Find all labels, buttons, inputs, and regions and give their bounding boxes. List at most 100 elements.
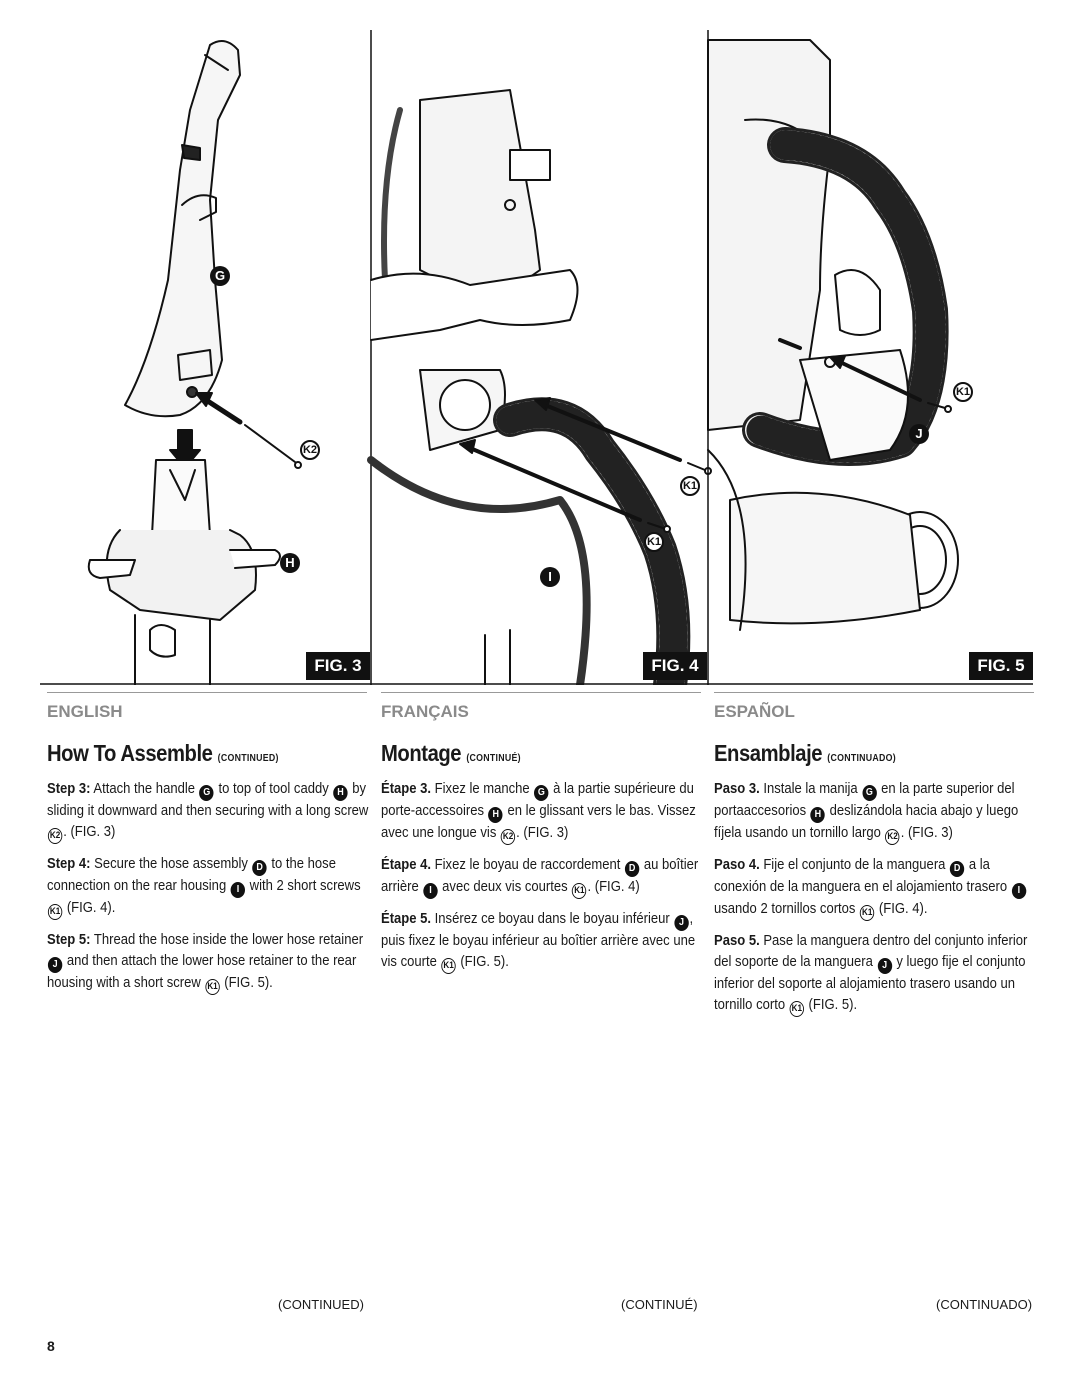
english-step3: Step 3: Attach the handle G to top of to…	[47, 779, 371, 844]
step-text: au boîtier arrière	[381, 857, 699, 895]
h-badge-icon: H	[810, 807, 826, 823]
spanish-footer: (CONTINUADO)	[936, 1297, 1033, 1312]
callout-g: G	[210, 266, 230, 286]
step-text: Attach the handle	[93, 781, 196, 797]
j-badge-icon: J	[47, 957, 63, 973]
h-badge-icon: H	[488, 807, 503, 823]
step-text: Secure the hose assembly	[94, 856, 248, 872]
english-column: ENGLISH How To Assemble (CONTINUED) Step…	[47, 692, 368, 995]
step-text: en la parte superior del portaaccesorios	[714, 781, 1015, 819]
step-label: Paso 3.	[714, 781, 760, 797]
step-text: Insérez ce boyau dans le boyau inférieur	[434, 911, 670, 927]
j-badge-icon: J	[674, 915, 689, 931]
g-badge-icon: G	[862, 785, 877, 801]
step-label: Step 5:	[47, 932, 91, 948]
french-title: Montage (CONTINUÉ)	[381, 740, 663, 767]
french-step4: Étape 4. Fixez le boyau de raccordement …	[381, 855, 705, 899]
callout-i: I	[540, 567, 560, 587]
step-text: . (FIG. 3)	[516, 825, 569, 841]
step-text: deslizándola hacia abajo y luego fíjela …	[714, 803, 1019, 841]
i-badge-icon: I	[1011, 883, 1027, 899]
step-text: (FIG. 5).	[808, 997, 858, 1013]
callout-k2: K2	[300, 440, 320, 460]
step-text: by sliding it downward and then securing…	[47, 781, 369, 819]
step-label: Step 3:	[47, 781, 91, 797]
step-text: Instale la manija	[763, 781, 858, 797]
spanish-title-text: Ensamblaje	[714, 740, 823, 766]
step-label: Paso 4.	[714, 857, 760, 873]
h-badge-icon: H	[333, 785, 348, 801]
english-step5: Step 5: Thread the hose inside the lower…	[47, 930, 371, 995]
d-badge-icon: D	[624, 861, 640, 877]
french-step3: Étape 3. Fixez le manche G à la partie s…	[381, 779, 705, 845]
callout-k1-fig5: K1	[953, 382, 973, 402]
fig3-label: FIG. 3	[306, 652, 370, 680]
step-text: , puis fixez le boyau inférieur au boîti…	[381, 911, 696, 970]
step-text: . (FIG. 3)	[63, 824, 116, 840]
step-text: (FIG. 4).	[66, 900, 116, 916]
step-label: Étape 4.	[381, 857, 432, 873]
fig3-handle-drawing	[87, 40, 302, 685]
k1-badge-icon: K1	[205, 979, 220, 995]
d-badge-icon: D	[949, 861, 965, 877]
callout-h: H	[280, 553, 300, 573]
spanish-step3: Paso 3. Instale la manija G en la parte …	[714, 779, 1038, 845]
step-text: à la partie supérieure du porte-accessoi…	[381, 781, 694, 819]
page-number: 8	[47, 1338, 55, 1354]
french-footer: (CONTINUÉ)	[621, 1297, 698, 1312]
step-text: en le glissant vers le bas. Vissez avec …	[381, 803, 696, 841]
step-text: Fixez le manche	[434, 781, 530, 797]
step-text: a la conexión de la manguera en el aloja…	[714, 857, 1008, 895]
step-text: y luego fije el conjunto inferior del so…	[714, 954, 1026, 1013]
step-text: (FIG. 5).	[460, 954, 509, 970]
k2-badge-icon: K2	[47, 828, 63, 844]
k1-badge-icon: K1	[859, 905, 875, 921]
fig4-housing-drawing	[367, 89, 712, 685]
k1-badge-icon: K1	[47, 904, 63, 920]
step-text: avec deux vis courtes	[442, 879, 568, 895]
step-text: Fije el conjunto de la manguera	[763, 857, 946, 873]
k1-badge-icon: K1	[789, 1001, 805, 1017]
d-badge-icon: D	[252, 860, 267, 876]
i-badge-icon: I	[423, 883, 438, 899]
english-title-cont: (CONTINUED)	[217, 753, 279, 764]
figures-area: FIG. 3 FIG. 4 FIG. 5 G K2 H K1 K1 I K1 J	[40, 30, 1033, 685]
step-text: and then attach the lower hose retainer …	[47, 953, 357, 991]
spanish-column: ESPAÑOL Ensamblaje (CONTINUADO) Paso 3. …	[714, 692, 1034, 1017]
step-text: to top of tool caddy	[218, 781, 329, 797]
step-text: (FIG. 4).	[878, 901, 928, 917]
fig5-housing-drawing	[707, 39, 959, 631]
step-text: usando 2 tornillos cortos	[714, 901, 856, 917]
step-label: Paso 5.	[714, 933, 760, 949]
step-text: . (FIG. 3)	[900, 825, 953, 841]
j-badge-icon: J	[877, 958, 892, 974]
english-heading: ENGLISH	[47, 692, 367, 722]
k2-badge-icon: K2	[500, 829, 516, 845]
french-title-text: Montage	[381, 740, 462, 766]
french-heading: FRANÇAIS	[381, 692, 701, 722]
spanish-title-cont: (CONTINUADO)	[827, 753, 896, 764]
step-text: with 2 short screws	[249, 878, 361, 894]
step-text: to the hose connection on the rear housi…	[47, 856, 336, 894]
fig5-label: FIG. 5	[969, 652, 1033, 680]
k1-badge-icon: K1	[441, 958, 456, 974]
spanish-heading: ESPAÑOL	[714, 692, 1034, 722]
g-badge-icon: G	[199, 785, 214, 801]
step-text: Pase la manguera dentro del conjunto inf…	[714, 933, 1028, 970]
step-text: . (FIG. 4)	[587, 879, 640, 895]
callout-k1-fig4a: K1	[680, 476, 700, 496]
english-title-text: How To Assemble	[47, 740, 213, 766]
spanish-step4: Paso 4. Fije el conjunto de la manguera …	[714, 855, 1038, 921]
step-label: Step 4:	[47, 856, 91, 872]
french-column: FRANÇAIS Montage (CONTINUÉ) Étape 3. Fix…	[381, 692, 701, 974]
callout-k1-fig4b: K1	[644, 532, 664, 552]
english-title: How To Assemble (CONTINUED)	[47, 740, 329, 767]
french-step5: Étape 5. Insérez ce boyau dans le boyau …	[381, 909, 705, 974]
spanish-step5: Paso 5. Pase la manguera dentro del conj…	[714, 931, 1038, 1017]
step-label: Étape 3.	[381, 781, 432, 797]
step-text: Fixez le boyau de raccordement	[434, 857, 621, 873]
k1-badge-icon: K1	[572, 883, 587, 899]
step-text: (FIG. 5).	[224, 975, 273, 991]
english-step4: Step 4: Secure the hose assembly D to th…	[47, 854, 371, 920]
french-title-cont: (CONTINUÉ)	[466, 753, 521, 764]
